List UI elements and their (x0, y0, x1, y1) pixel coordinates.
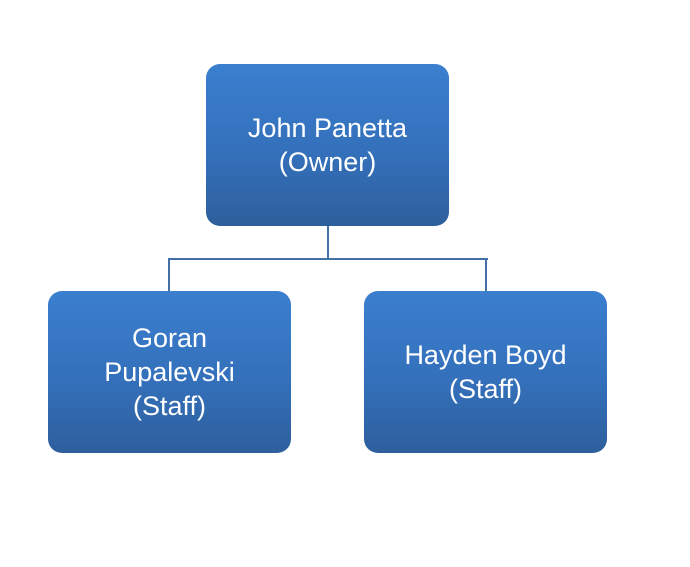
node-name: Goran Pupalevski (104, 323, 235, 387)
connector-horizontal (168, 258, 488, 260)
node-role: (Staff) (448, 374, 522, 404)
connector-right-down (485, 258, 487, 292)
node-name: Hayden Boyd (404, 340, 567, 370)
node-name: John Panetta (247, 113, 408, 143)
connector-left-down (168, 258, 170, 292)
node-role: (Staff) (132, 391, 207, 421)
node-staff-hayden: Hayden Boyd (Staff) (364, 291, 607, 453)
connector-root-down (327, 226, 329, 260)
node-owner: John Panetta (Owner) (206, 64, 449, 226)
node-staff-goran: Goran Pupalevski (Staff) (48, 291, 291, 453)
node-role: (Owner) (278, 147, 377, 177)
